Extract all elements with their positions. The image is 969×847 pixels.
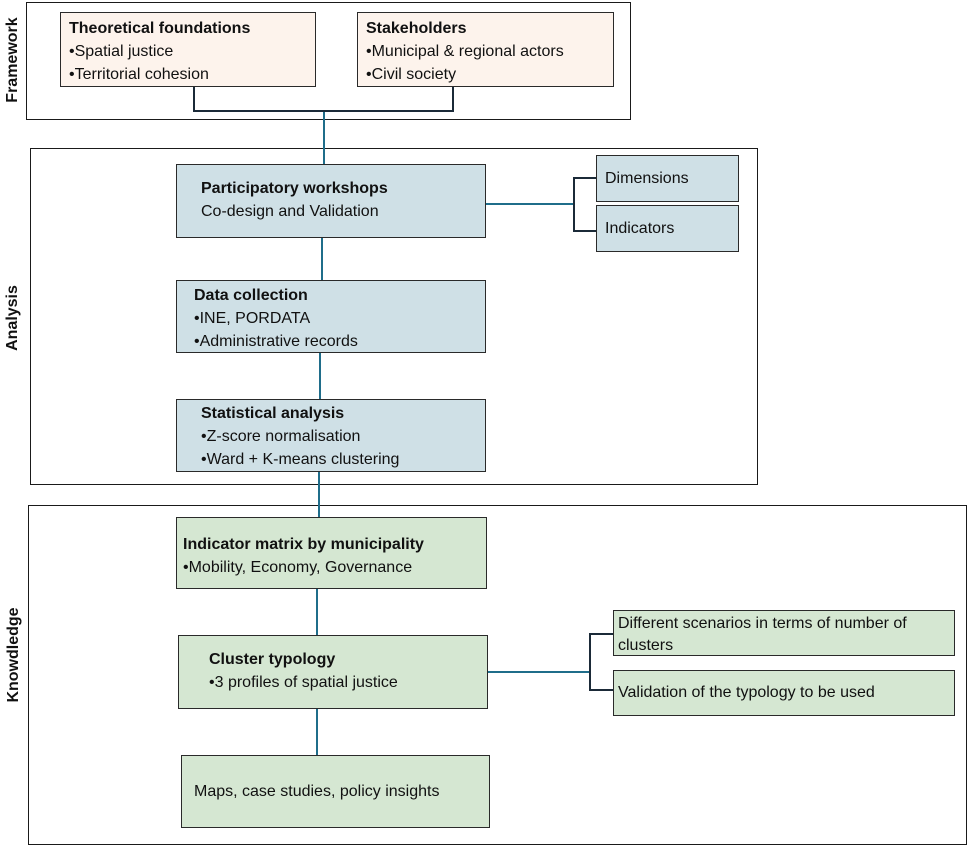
bracket-right [452,87,454,112]
indicators-box: Indicators [596,205,739,252]
scenarios-label: Different scenarios in terms of number o… [618,615,907,654]
knowledge-section [28,505,967,845]
scenarios-box: Different scenarios in terms of number o… [613,610,955,656]
knowledge-label: Knowdledge [5,607,22,703]
connector-workshops-data [321,238,323,280]
data-collection-item: •Administrative records [194,333,358,351]
typology-title: Cluster typology [209,651,336,668]
outputs-box: Maps, case studies, policy insights [181,755,490,828]
knowledge-bracket-vertical [589,633,591,691]
connector-typology-side [488,671,590,673]
theoretical-foundations-box: Theoretical foundations •Spatial justice… [60,12,316,87]
connector-framework-analysis [323,112,325,164]
theoretical-item: •Territorial cohesion [69,66,209,84]
side-bracket-top [573,177,596,179]
statistical-analysis-box: Statistical analysis •Z-score normalisat… [176,399,486,472]
framework-label: Framework [4,17,21,103]
stakeholders-item: •Civil society [366,66,457,84]
typology-item: •3 profiles of spatial justice [209,674,398,692]
workshops-title: Participatory workshops [201,180,388,197]
analysis-section [30,148,758,485]
connector-data-stats [319,353,321,399]
knowledge-bracket-bottom [589,689,613,691]
stakeholders-item: •Municipal & regional actors [366,43,564,61]
connector-matrix-typology [316,589,318,635]
stakeholders-box: Stakeholders •Municipal & regional actor… [357,12,614,87]
statistical-title: Statistical analysis [201,405,345,422]
dimensions-label: Dimensions [605,169,689,187]
dimensions-box: Dimensions [596,155,739,202]
validation-label: Validation of the typology to be used [618,684,875,702]
side-bracket-bottom [573,230,596,232]
participatory-workshops-box: Participatory workshops Co-design and Va… [176,164,486,238]
stakeholders-title: Stakeholders [366,20,467,37]
framework-section [26,2,631,120]
data-collection-box: Data collection •INE, PORDATA •Administr… [176,280,486,353]
theoretical-item: •Spatial justice [69,43,174,61]
connector-analysis-knowledge [318,472,320,517]
indicator-matrix-box: Indicator matrix by municipality •Mobili… [176,517,487,589]
validation-box: Validation of the typology to be used [613,670,955,716]
data-collection-title: Data collection [194,287,308,304]
connector-workshops-side [486,203,574,205]
bracket-left [193,87,195,112]
statistical-item: •Z-score normalisation [201,428,361,446]
indicators-label: Indicators [605,219,675,237]
side-bracket-vertical [573,177,575,232]
outputs-label: Maps, case studies, policy insights [194,782,440,800]
workshops-subtitle: Co-design and Validation [201,203,379,221]
connector-typology-outputs [316,709,318,755]
matrix-item: •Mobility, Economy, Governance [183,559,413,577]
data-collection-item: •INE, PORDATA [194,310,311,328]
analysis-label: Analysis [4,285,21,351]
statistical-item: •Ward + K-means clustering [201,451,400,469]
knowledge-bracket-top [589,633,613,635]
theoretical-foundations-title: Theoretical foundations [69,20,251,37]
matrix-title: Indicator matrix by municipality [183,536,424,553]
bracket-bottom [193,110,454,112]
cluster-typology-box: Cluster typology •3 profiles of spatial … [178,635,488,709]
